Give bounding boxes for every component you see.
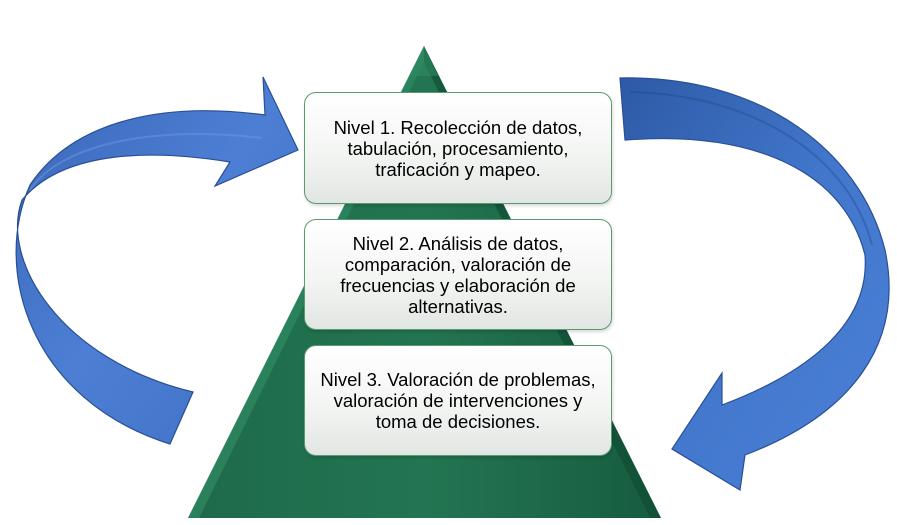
level-1-text: Nivel 1. Recolección de datos, tabulació… [333, 116, 583, 180]
level-3-box: Nivel 3. Valoración de problemas, valora… [304, 345, 612, 456]
level-1-box: Nivel 1. Recolección de datos, tabulació… [304, 92, 612, 204]
level-3-text: Nivel 3. Valoración de problemas, valora… [320, 369, 596, 432]
curved-arrow-right-icon [619, 77, 890, 491]
curved-arrow-left-icon [15, 76, 299, 445]
level-2-box: Nivel 2. Análisis de datos, comparación,… [304, 219, 612, 330]
level-2-text: Nivel 2. Análisis de datos, comparación,… [340, 232, 576, 317]
